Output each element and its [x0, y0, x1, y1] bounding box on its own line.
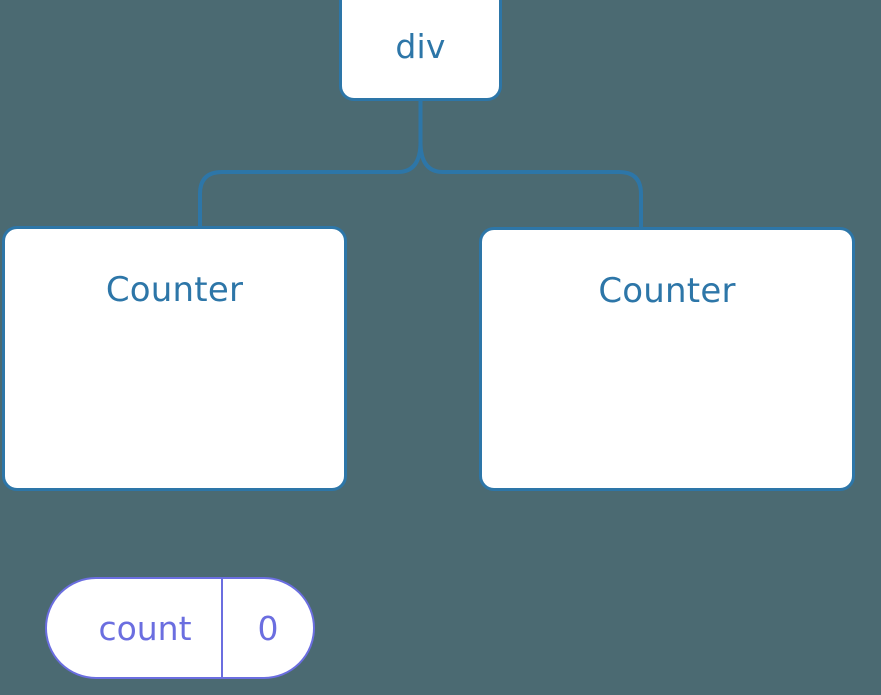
counter-left-state-pill[interactable]: count 0 — [45, 577, 315, 679]
edge-root-to-counter-right — [418, 140, 643, 229]
state-value-label: 0 — [221, 579, 313, 677]
counter-left-title: Counter — [105, 270, 244, 310]
node-counter-left[interactable]: Counter count 0 — [2, 226, 347, 679]
diagram-canvas: div Counter count 0 Counter count 1 — [2, 0, 855, 679]
node-counter-right[interactable]: Counter count 1 — [479, 227, 855, 491]
counter-right-title: Counter — [598, 271, 736, 311]
edge-root-to-counter-left — [198, 140, 423, 228]
state-key-label: count — [98, 608, 192, 648]
node-div-label: div — [395, 26, 446, 66]
tree-connectors — [198, 100, 643, 229]
node-div[interactable]: div — [339, 0, 502, 101]
state-pill[interactable]: count 0 — [45, 577, 315, 679]
